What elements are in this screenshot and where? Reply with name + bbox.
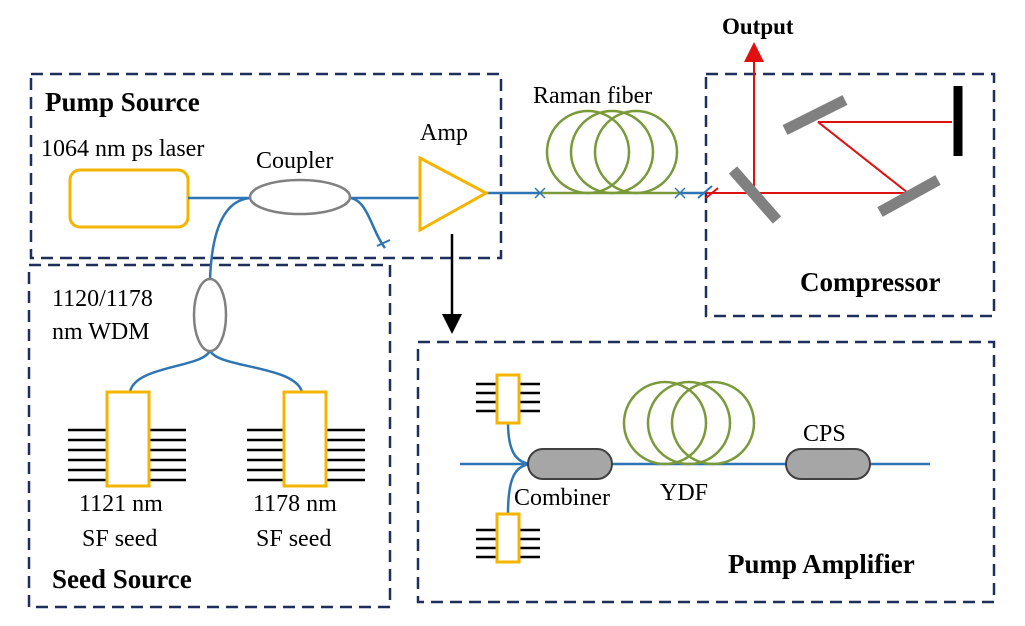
raman-fiber-label: Raman fiber [533, 83, 652, 109]
arrow-down-icon [442, 234, 462, 334]
pump-amplifier-box [416, 340, 996, 604]
seed-source-title: Seed Source [52, 564, 192, 594]
seed2-label-line2: SF seed [256, 526, 331, 552]
pump-amplifier-title: Pump Amplifier [728, 549, 915, 579]
fiber-lines-pump [188, 191, 540, 281]
seed-source-box [27, 263, 392, 609]
combiner-label: Combiner [514, 485, 610, 511]
fiber-lines-amplifier [460, 421, 930, 515]
raman-coil-icon [540, 109, 680, 195]
ydf-coil-icon [622, 380, 756, 466]
wdm-label-line2: nm WDM [52, 319, 150, 345]
seed1-box [105, 390, 151, 488]
ydf-label: YDF [660, 480, 708, 506]
laser-box-icon [68, 168, 190, 229]
pump-source-title: Pump Source [45, 87, 200, 117]
coupler-icon [248, 178, 352, 216]
wdm-label-line1: 1120/1178 [52, 286, 153, 312]
amp-label: Amp [420, 120, 468, 146]
pump-diode-lower [495, 512, 521, 564]
compressor-box [704, 72, 996, 318]
wdm-icon [192, 277, 228, 353]
seed1-label-line2: SF seed [82, 526, 157, 552]
fiber-end-mark [376, 239, 391, 247]
mirror-icon [728, 166, 782, 224]
seed2-label-line1: 1178 nm [253, 491, 337, 517]
laser-label: 1064 nm ps laser [41, 136, 204, 162]
seed1-label-line1: 1121 nm [79, 491, 163, 517]
mirror-icon [877, 175, 941, 217]
cps-label: CPS [803, 421, 846, 447]
combiner-icon [527, 448, 613, 480]
output-label: Output [722, 14, 794, 39]
pump-source-box [29, 72, 503, 260]
beam-path [706, 42, 952, 194]
collimator-red-mark [705, 187, 719, 199]
collimator-mark [697, 185, 713, 199]
coupler-label: Coupler [256, 148, 333, 174]
mirror-icon [782, 95, 848, 135]
compressor-title: Compressor [800, 267, 941, 297]
pump-diode-upper [495, 373, 521, 425]
amplifier-triangle-icon [418, 155, 490, 233]
cps-icon [785, 448, 871, 480]
seed2-box [282, 390, 328, 488]
